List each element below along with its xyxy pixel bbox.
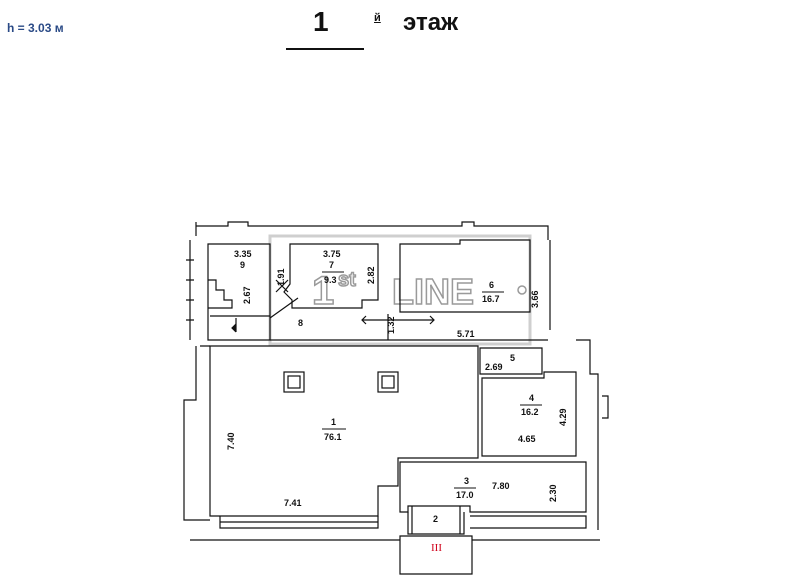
door-swing-7 bbox=[275, 279, 289, 293]
dim-5-71: 5.71 bbox=[457, 329, 475, 339]
watermark-text-suffix: LINE bbox=[392, 271, 474, 312]
dim-3-75: 3.75 bbox=[323, 249, 341, 259]
room-1-area: 76.1 bbox=[324, 432, 342, 442]
room-6-area: 16.7 bbox=[482, 294, 500, 304]
dim-7-80: 7.80 bbox=[492, 481, 510, 491]
floor-number: 1 bbox=[313, 6, 329, 37]
dim-2-82: 2.82 bbox=[366, 266, 376, 284]
watermark: 1 st LINE bbox=[268, 234, 532, 346]
dim-1-32: 1.32 bbox=[386, 316, 396, 334]
corridor-arrow bbox=[361, 315, 435, 325]
watermark-text-prefix: 1 bbox=[312, 269, 334, 313]
dim-3-35: 3.35 bbox=[234, 249, 252, 259]
dim-4-65: 4.65 bbox=[518, 434, 536, 444]
column-2-inner bbox=[381, 375, 395, 389]
room-3-area: 17.0 bbox=[456, 490, 474, 500]
room-2-number: 2 bbox=[433, 514, 438, 524]
room-4-outline bbox=[481, 371, 577, 457]
room-7-outline bbox=[283, 243, 379, 309]
stair-steps bbox=[208, 279, 233, 309]
column-1-inner bbox=[287, 375, 301, 389]
room-4-area: 16.2 bbox=[521, 407, 539, 417]
room-3-outline bbox=[399, 461, 587, 513]
right-window bbox=[602, 395, 609, 419]
room-5-outline bbox=[479, 347, 543, 375]
room-1-outer-wall bbox=[183, 345, 210, 521]
room-3-window-wall bbox=[470, 515, 587, 529]
right-outer-wall bbox=[576, 339, 599, 530]
floor-number-suffix: й bbox=[374, 12, 381, 24]
stair-arrow bbox=[231, 323, 237, 333]
room-3-number: 3 bbox=[464, 476, 469, 486]
left-stair-column bbox=[186, 240, 194, 340]
room-5-number: 5 bbox=[510, 353, 515, 363]
floor-number-underline bbox=[286, 48, 364, 50]
floor-word: этаж bbox=[403, 9, 459, 36]
room-1-window-wall bbox=[219, 516, 379, 529]
dim-2-67: 2.67 bbox=[242, 286, 252, 304]
entrance-mark: III bbox=[431, 542, 442, 554]
room-6-number: 6 bbox=[489, 280, 494, 290]
top-wall bbox=[196, 221, 549, 240]
corridor-8-outline bbox=[269, 297, 548, 341]
column-1 bbox=[283, 371, 305, 393]
watermark-text-sup: st bbox=[338, 269, 356, 291]
room-7-number: 7 bbox=[329, 260, 334, 270]
room-8-number: 8 bbox=[298, 318, 303, 328]
dim-1-91: 1.91 bbox=[276, 268, 286, 286]
room-labels: 9 7 9.3 6 16.7 8 1 76.1 5 4 16.2 3 17.0 … bbox=[240, 260, 542, 554]
column-2 bbox=[377, 371, 399, 393]
entrance-porch bbox=[399, 535, 473, 575]
room-4-number: 4 bbox=[529, 393, 534, 403]
walls bbox=[183, 221, 609, 575]
room-6-outline bbox=[399, 239, 531, 313]
stair-landing bbox=[210, 315, 270, 332]
dim-2-30: 2.30 bbox=[548, 484, 558, 502]
dim-2-69: 2.69 bbox=[485, 362, 503, 372]
watermark-dot bbox=[517, 285, 527, 295]
room-1-outline bbox=[209, 345, 479, 517]
room-1-number: 1 bbox=[331, 417, 336, 427]
room-9-number: 9 bbox=[240, 260, 245, 270]
dimension-labels: 3.35 3.75 1.91 2.82 2.67 1.32 5.71 3.66 … bbox=[226, 249, 568, 508]
room-2-outline bbox=[407, 506, 465, 535]
room-7-area: 9.3 bbox=[324, 275, 337, 285]
dim-7-40: 7.40 bbox=[226, 432, 236, 450]
dim-4-29: 4.29 bbox=[558, 408, 568, 426]
ceiling-height-note: h = 3.03 м bbox=[7, 21, 64, 35]
dim-3-66: 3.66 bbox=[530, 290, 540, 308]
dim-7-41: 7.41 bbox=[284, 498, 302, 508]
